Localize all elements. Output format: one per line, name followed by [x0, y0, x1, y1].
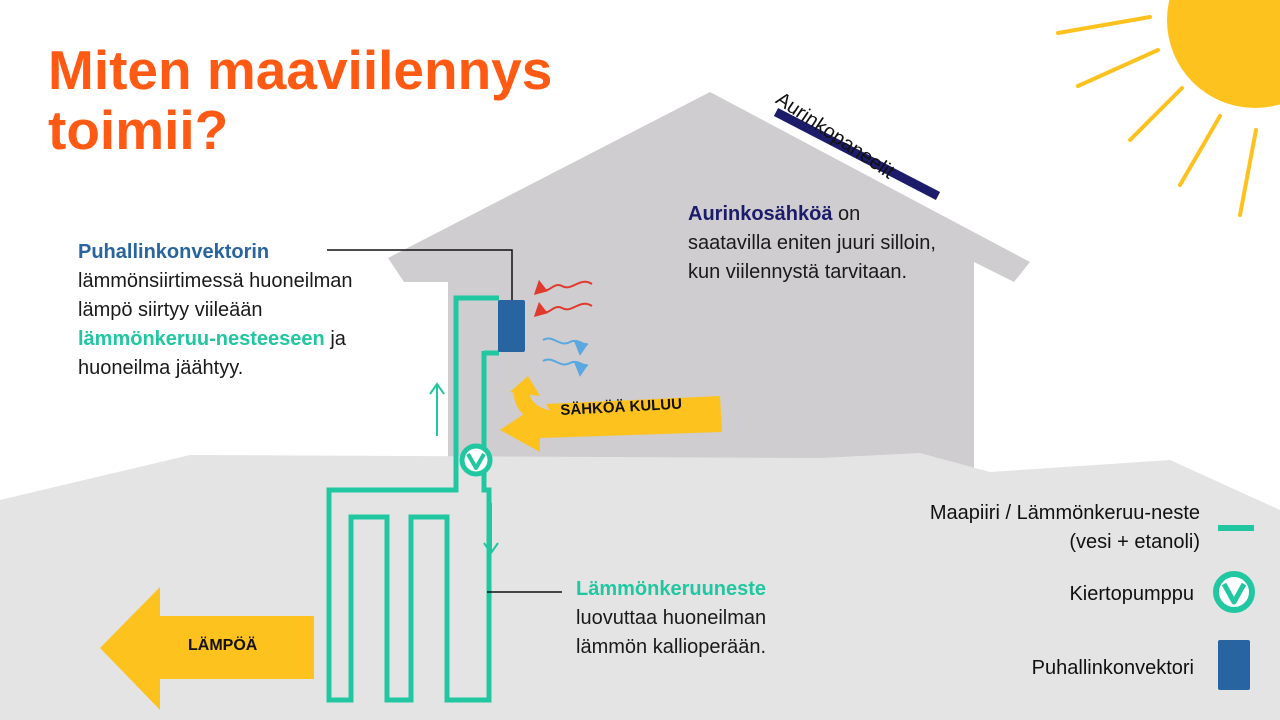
convector-note-highlight: Puhallinkonvektorin	[78, 241, 270, 263]
legend-convector-label: Puhallinkonvektori	[1031, 657, 1194, 679]
sun-icon	[1056, 0, 1280, 217]
convector-note: Puhallinkonvektorin lämmönsiirtimessä hu…	[78, 238, 378, 383]
legend-ground-loop-label: Maapiiri / Lämmönkeruu-neste (vesi + eta…	[929, 502, 1200, 553]
legend-pump-label: Kiertopumppu	[1069, 583, 1194, 605]
heat-arrow-icon	[100, 587, 314, 710]
convector-icon	[498, 300, 525, 352]
solar-electricity-note: Aurinkosähköä on saatavilla eniten juuri…	[688, 200, 948, 287]
solar-panel-icon	[773, 108, 941, 200]
convector-leader-line	[327, 249, 513, 300]
legend-pump-icon	[1213, 571, 1255, 613]
ground	[0, 453, 1280, 720]
flow-down-arrow-head	[483, 542, 499, 555]
convector-note-text-1: lämmönsiirtimessä huoneilman lämpö siirt…	[78, 270, 353, 321]
heat-arrow-label: LÄMPÖÄ	[188, 637, 258, 654]
ground-loop-pipe	[326, 295, 499, 703]
pump-icon	[459, 443, 493, 477]
fluid-note-highlight: Lämmönkeruuneste	[576, 578, 767, 600]
fluid-note-text: luovuttaa huoneilman lämmön kallioperään…	[576, 607, 767, 658]
convector-note-fluid: lämmönkeruu-nesteeseen	[78, 328, 325, 350]
solar-electricity-highlight: Aurinkosähköä	[688, 203, 833, 225]
convector-note-text-2: ja huoneilma jäähtyy.	[78, 328, 346, 379]
solar-electricity-text: on saatavilla eniten juuri silloin, kun …	[688, 203, 936, 283]
flow-up-arrow-head	[429, 382, 445, 395]
page-title: Miten maaviilennys toimii?	[48, 40, 552, 160]
fluid-note: Lämmönkeruuneste luovuttaa huoneilman lä…	[576, 575, 836, 662]
title-line-1: Miten maaviilennys	[48, 39, 553, 101]
house-roof	[388, 92, 1030, 470]
electricity-arrow-icon	[500, 376, 722, 452]
cool-air-icon	[542, 337, 589, 377]
warm-air-icon	[533, 279, 593, 318]
title-line-2: toimii?	[48, 99, 229, 161]
legend-convector-icon	[1218, 640, 1250, 690]
